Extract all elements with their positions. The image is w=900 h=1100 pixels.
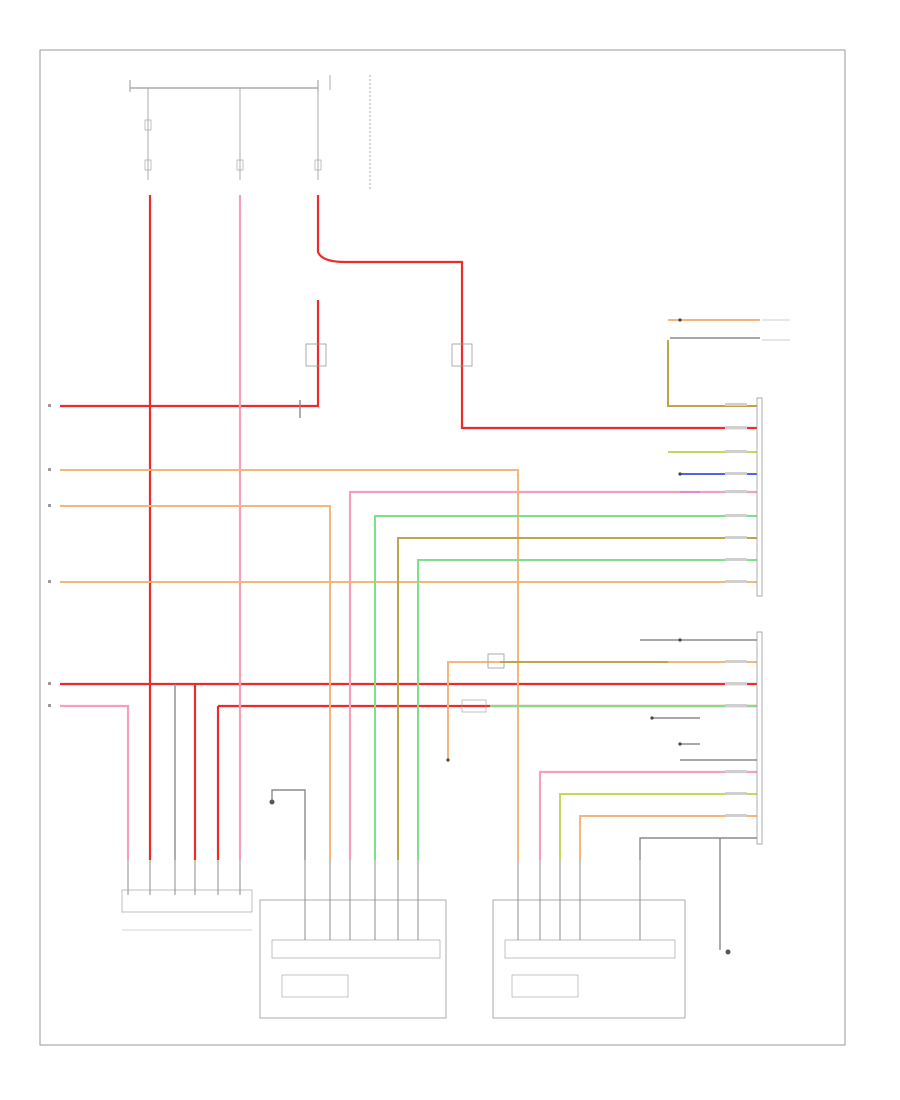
fuse-symbol — [144, 119, 322, 171]
driver-seat-control-box — [259, 860, 447, 1019]
pink-wires — [60, 195, 760, 860]
orange-wires — [60, 319, 760, 860]
relay-left — [305, 343, 327, 367]
passenger-side-sensor — [725, 949, 731, 955]
terminal-dots — [446, 318, 682, 762]
green-wires — [374, 515, 760, 860]
top-bus — [129, 75, 371, 190]
yellow-green-wires — [559, 451, 760, 860]
left-row-markers — [48, 404, 51, 707]
passenger-seat-control-box — [492, 860, 686, 1019]
relay-right — [451, 343, 473, 367]
diagram-frame — [39, 49, 846, 1046]
relay-mid — [461, 653, 505, 713]
olive-wires — [397, 340, 760, 860]
wire-code-marks — [725, 403, 747, 817]
driver-side-sensor — [269, 799, 275, 805]
right-seat-module-connector — [756, 319, 790, 845]
red-power-wires — [60, 195, 760, 860]
left-bottom-connector — [121, 860, 253, 931]
gray-wires — [174, 337, 760, 950]
